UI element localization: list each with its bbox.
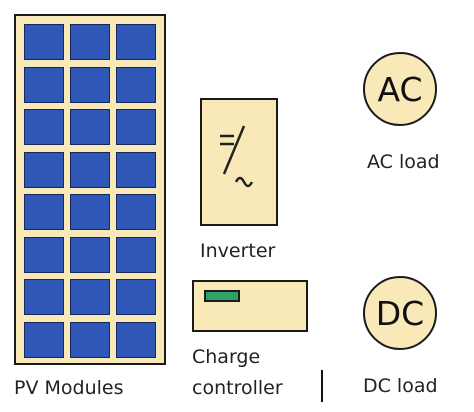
pv-cell [70,109,110,145]
pv-cell [116,194,156,230]
ac-load-label: AC load [367,151,440,173]
pv-cell [70,151,110,188]
pv-modules-label: PV Modules [14,377,124,399]
pv-cell [70,236,110,273]
pv-cell [70,24,110,60]
dc-load-label: DC load [363,375,438,397]
dc-symbol: DC [375,293,425,333]
pv-cell [24,109,64,145]
ac-load-circle: AC [363,52,437,126]
pv-cell [116,321,156,358]
inverter-label: Inverter [200,240,276,262]
charge-indicator-led [204,290,240,302]
inverter-icon [220,125,254,188]
pv-cell [24,24,64,60]
pv-cell [116,151,156,188]
pv-cell [24,236,64,273]
pv-cell [116,66,156,103]
charge-controller-label-line2: controller [192,377,283,399]
pv-cell [70,321,110,358]
pv-cell [116,24,156,60]
charge-controller-box [192,280,308,332]
pv-cell [116,109,156,145]
pv-cell [24,66,64,103]
pv-cell-grid [24,24,156,358]
pv-cell [24,151,64,188]
ac-symbol: AC [377,69,423,109]
pv-cell [116,236,156,273]
pv-cell [24,194,64,230]
text-cursor [321,370,323,402]
pv-cell [70,194,110,230]
pv-module-panel [14,14,166,365]
inverter-box [200,98,278,226]
pv-cell [70,279,110,315]
dc-load-circle: DC [363,276,437,350]
pv-cell [116,279,156,315]
pv-cell [70,66,110,103]
pv-cell [24,279,64,315]
pv-cell [24,321,64,358]
charge-controller-label-line1: Charge [192,346,261,368]
